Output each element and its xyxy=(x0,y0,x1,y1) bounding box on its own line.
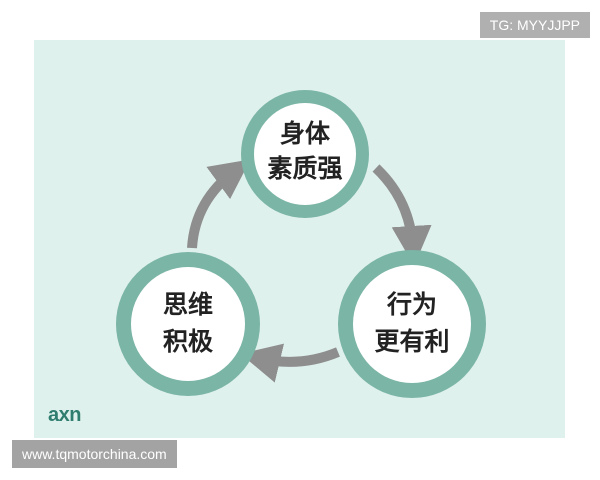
node-top-line2: 素质强 xyxy=(267,154,342,183)
node-right-line1: 行为 xyxy=(386,290,437,319)
node-left-line1: 思维 xyxy=(163,290,213,319)
node-left-line2: 积极 xyxy=(163,327,213,356)
watermark-bottom: www.tqmotorchina.com xyxy=(12,440,177,468)
node-top-center xyxy=(254,103,356,205)
node-right: 行为 更有利 xyxy=(338,250,486,398)
node-left: 思维 积极 xyxy=(116,252,260,396)
arrow-left-to-top xyxy=(187,159,251,249)
arrow-right-to-left xyxy=(240,343,340,383)
node-right-center xyxy=(353,265,471,383)
node-right-line2: 更有利 xyxy=(374,327,449,356)
arrow-top-to-right xyxy=(372,164,432,266)
node-left-center xyxy=(131,267,245,381)
node-top: 身体 素质强 xyxy=(241,90,369,218)
node-top-line1: 身体 xyxy=(280,119,331,148)
watermark-top: TG: MYYJJPP xyxy=(479,12,590,38)
brand-logo: axn xyxy=(48,404,81,426)
